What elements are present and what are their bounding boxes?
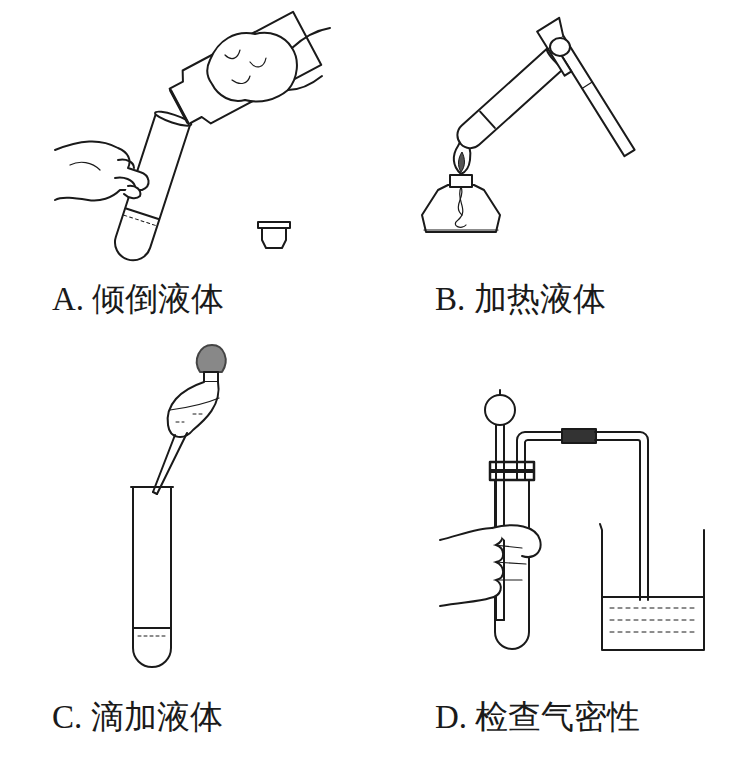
heating-illustration (422, 18, 640, 232)
caption-label: D. 检查气密性 (435, 698, 640, 738)
caption-label: B. 加热液体 (435, 280, 606, 320)
caption-label: C. 滴加液体 (52, 698, 223, 738)
dropper-illustration (131, 345, 226, 667)
airtightness-illustration (440, 390, 704, 650)
caption-label: A. 倾倒液体 (52, 280, 224, 320)
pouring-illustration (55, 12, 330, 265)
